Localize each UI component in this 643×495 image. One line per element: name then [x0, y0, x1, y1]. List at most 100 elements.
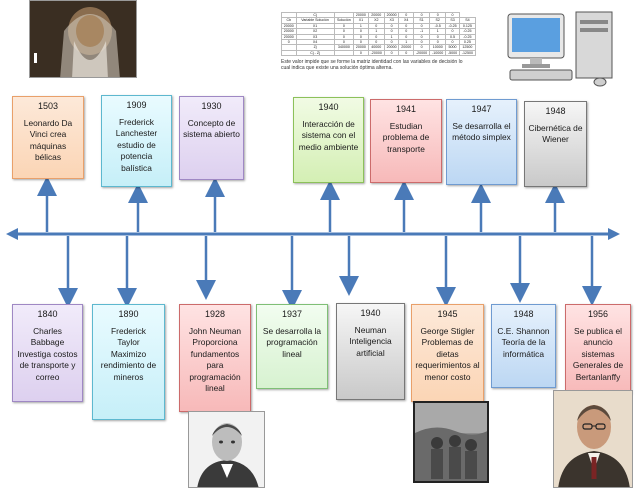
event-text: Se desarrolla el método simplex: [452, 120, 511, 143]
table-cell: -12500: [458, 49, 477, 57]
event-text: Concepto de sistema abierto: [183, 117, 240, 140]
event-box-top-4: 1940 Interacción de sistema con el medio…: [293, 97, 364, 183]
table-cell: 12500: [458, 44, 477, 51]
event-year: 1941: [395, 104, 417, 114]
event-box-bottom-5: 1940 Neuman Inteligencia artificial: [336, 303, 405, 400]
event-box-top-7: 1948 Cibernética de Wiener: [524, 101, 587, 187]
portrait-bertalanffy: [553, 390, 633, 488]
table-cell: -10000: [429, 49, 447, 57]
table-cell: -5000: [445, 49, 460, 57]
table-cell: X2: [295, 28, 335, 35]
table-cell: 0: [383, 49, 400, 57]
event-text: Estudian problema de transporte: [382, 120, 430, 154]
event-box-bottom-2: 1890 Frederick Taylor Maximizo rendimien…: [92, 304, 165, 420]
event-box-bottom-3: 1928 John Neuman Proporciona fundamentos…: [179, 304, 251, 412]
table-cell: S2: [429, 17, 447, 24]
timeline-left-arrowhead: [6, 228, 18, 240]
table-cell: 340000: [333, 44, 355, 51]
table-cell: 10000: [429, 44, 447, 51]
table-cell: 0: [398, 49, 414, 57]
table-cell: Cj - Zj: [295, 49, 335, 57]
event-year: 1930: [201, 101, 222, 111]
table-cell: 0: [333, 22, 355, 30]
table-cell: -20000: [367, 49, 385, 57]
table-cell: Cj: [295, 11, 335, 19]
table-cell: -0.5: [429, 22, 447, 30]
event-year: 1937: [281, 309, 303, 319]
table-cell: Solución: [333, 17, 355, 24]
event-year: 1940: [360, 308, 381, 318]
table-cell: Variable Solución: [295, 17, 335, 24]
table-cell: [333, 49, 355, 57]
event-text: Se desarrolla la programación lineal: [262, 325, 322, 359]
table-cell: 20000: [367, 11, 385, 19]
event-text: Se publica el anuncio sistemas Generales…: [572, 325, 624, 382]
table-cell: [281, 49, 297, 57]
table-cell: 0: [367, 38, 385, 46]
table-cell: Zj: [295, 44, 335, 51]
event-text: Leonardo Da Vinci crea máquinas bélicas: [23, 117, 73, 163]
event-box-bottom-8: 1956 Se publica el anuncio sistemas Gene…: [565, 304, 631, 394]
event-text: Frederick Lanchester estudio de potencia…: [115, 116, 158, 173]
table-cell: 0: [367, 22, 385, 30]
event-text: Charles Babbage Investiga costos de tran…: [17, 325, 78, 382]
event-box-bottom-4: 1937 Se desarrolla la programación linea…: [256, 304, 328, 389]
event-text: George Stigler Problemas de dietas reque…: [415, 325, 480, 382]
timeline-right-arrowhead: [608, 228, 620, 240]
table-cell: 0.125: [458, 22, 477, 30]
event-box-bottom-6: 1945 George Stigler Problemas de dietas …: [411, 304, 484, 402]
trench-photo: [413, 401, 489, 483]
table-cell: 1: [367, 28, 385, 35]
event-box-bottom-7: 1948 C.E. Shannon Teoría de la informáti…: [491, 304, 556, 388]
table-cell: 40000: [367, 44, 385, 51]
event-year: 1948: [513, 309, 534, 319]
event-year: 1840: [37, 309, 58, 319]
event-year: 1503: [37, 101, 59, 111]
event-year: 1890: [118, 309, 139, 319]
event-box-top-5: 1941 Estudian problema de transporte: [370, 99, 442, 183]
event-year: 1947: [471, 104, 492, 114]
table-cell: 0: [367, 33, 385, 41]
event-year: 1948: [545, 106, 566, 116]
table-cell: X2: [367, 17, 385, 24]
event-box-top-3: 1930 Concepto de sistema abierto: [179, 96, 244, 180]
event-year: 1956: [587, 309, 609, 319]
table-cell: 0: [429, 33, 447, 41]
table-cell: 0: [445, 11, 460, 19]
event-box-top-2: 1909 Frederick Lanchester estudio de pot…: [101, 95, 172, 187]
event-box-top-6: 1947 Se desarrolla el método simplex: [446, 99, 517, 185]
table-cell: X4: [295, 38, 335, 46]
table-cell: 0: [429, 11, 447, 19]
table-cell: S4: [458, 17, 477, 24]
event-year: 1945: [437, 309, 458, 319]
table-cell: 1: [429, 28, 447, 35]
portrait-neumann: [188, 411, 265, 488]
event-year: 1940: [318, 102, 339, 112]
event-text: C.E. Shannon Teoría de la informática: [497, 325, 550, 359]
event-text: Frederick Taylor Maximizo rendimiento de…: [100, 325, 157, 382]
simplex-note: Este valor impide que se forme la matriz…: [281, 59, 463, 72]
table-cell: -0.25: [458, 33, 477, 41]
event-text: Cibernética de Wiener: [528, 122, 583, 145]
table-cell: X1: [295, 22, 335, 30]
table-cell: -0.25: [458, 28, 477, 35]
table-cell: X3: [295, 33, 335, 41]
portrait-top: [29, 0, 137, 78]
event-box-top-1: 1503 Leonardo Da Vinci crea máquinas bél…: [12, 96, 84, 179]
event-box-bottom-1: 1840 Charles Babbage Investiga costos de…: [12, 304, 83, 402]
event-year: 1909: [126, 100, 147, 110]
computer-illustration: [502, 8, 630, 88]
table-cell: 0: [353, 49, 369, 57]
table-cell: -20000: [412, 49, 431, 57]
table-cell: 0: [333, 28, 355, 35]
